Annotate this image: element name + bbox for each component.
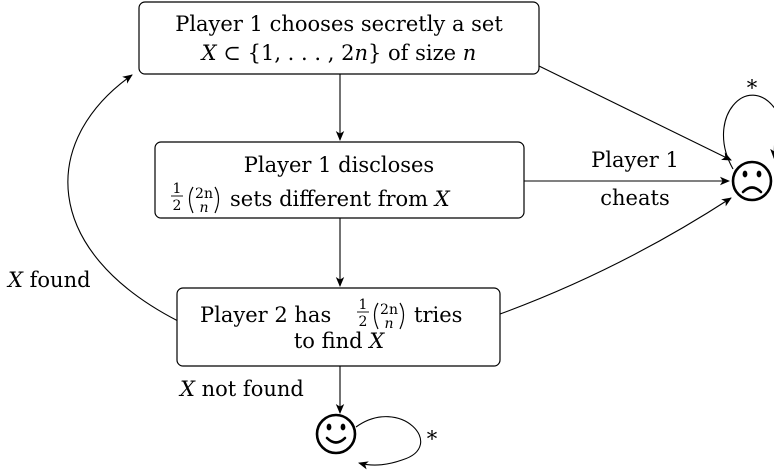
svg-text:n: n xyxy=(384,316,393,332)
not-found-label: X not found xyxy=(178,377,304,401)
tries-fraction: 1 2 xyxy=(357,297,369,330)
disclose-fraction: 1 2 xyxy=(171,181,183,214)
choose-set-line2: X ⊂ {1, . . . , 2n} of size n xyxy=(200,41,477,65)
edge-choose-to-sad xyxy=(538,65,732,161)
tries-pre: Player 2 has xyxy=(200,303,331,327)
svg-text:2: 2 xyxy=(173,198,182,214)
svg-text:2n: 2n xyxy=(380,302,398,318)
tries-post: tries xyxy=(414,303,462,327)
svg-text:1: 1 xyxy=(359,297,368,313)
sad-loop-label: * xyxy=(747,76,758,100)
svg-text:2: 2 xyxy=(359,314,368,330)
found-label: X found xyxy=(6,268,91,292)
edge-tries-to-choose-found xyxy=(67,74,179,322)
edge-happy-self-loop xyxy=(355,416,422,470)
edge-tries-to-sad xyxy=(499,197,732,315)
tries-line2: to find X xyxy=(294,329,385,353)
edge-sad-self-loop xyxy=(722,94,774,170)
node-player2-tries: Player 2 has 1 2 2n n tries to find X xyxy=(176,287,501,367)
happy-loop-label: * xyxy=(427,427,438,451)
frowning-face-icon xyxy=(731,160,773,202)
svg-text:n: n xyxy=(199,200,208,216)
disclose-line1: Player 1 discloses xyxy=(244,153,434,177)
cheat-label-top: Player 1 xyxy=(591,148,679,172)
disclose-line2: sets different from X xyxy=(230,187,451,211)
disclose-binomial: 2n n xyxy=(188,186,220,216)
svg-text:2n: 2n xyxy=(195,186,213,202)
node-disclose-sets: Player 1 discloses 1 2 2n n sets differe… xyxy=(154,141,525,219)
smiling-face-icon xyxy=(315,413,357,455)
tries-binomial: 2n n xyxy=(373,302,405,332)
choose-set-line1: Player 1 chooses secretly a set xyxy=(175,12,503,36)
node-choose-set: Player 1 chooses secretly a set X ⊂ {1, … xyxy=(138,1,540,75)
svg-text:1: 1 xyxy=(173,181,182,197)
cheat-label-bottom: cheats xyxy=(600,186,669,210)
